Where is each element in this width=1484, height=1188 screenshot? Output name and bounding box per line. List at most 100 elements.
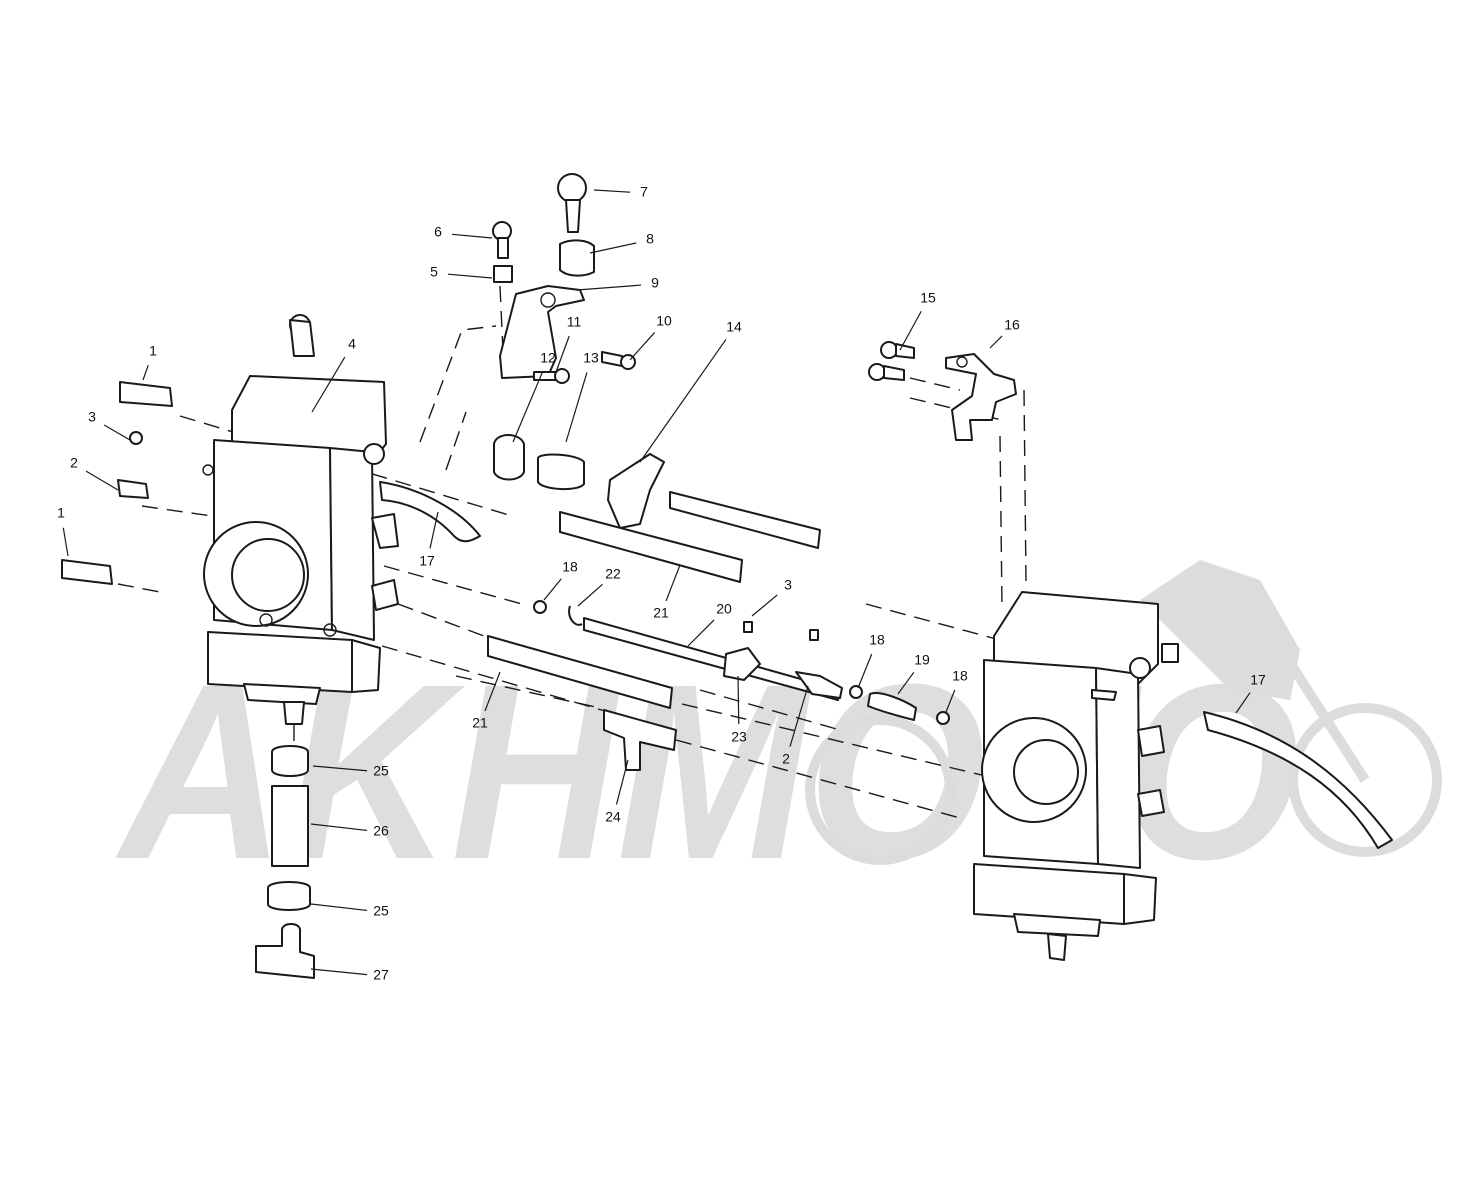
callout-number: 19 (914, 652, 930, 668)
right-carburetor (973, 591, 1179, 961)
leader-line (665, 564, 681, 602)
linkage-parts (61, 381, 950, 771)
fuel-tee-assembly (255, 745, 315, 979)
callout-number: 5 (430, 264, 438, 280)
callout-19: 19 (897, 652, 930, 695)
leader-line (512, 371, 544, 443)
watermark-motorcycle (805, 560, 1442, 865)
callout-number: 1 (57, 505, 65, 521)
callout-number: 3 (784, 577, 792, 593)
leader-line (593, 189, 631, 193)
leader-line (429, 511, 439, 549)
callout-number: 24 (605, 809, 621, 825)
callout-number: 22 (605, 566, 621, 582)
callout-1: 1 (142, 343, 157, 381)
callout-number: 12 (540, 350, 556, 366)
leader-line (737, 675, 740, 725)
leader-line (103, 424, 131, 441)
callout-number: 18 (952, 668, 968, 684)
callout-24: 24 (605, 759, 629, 825)
callout-4: 4 (311, 336, 356, 413)
callout-number: 18 (869, 632, 885, 648)
callout-number: 25 (373, 903, 389, 919)
callout-17: 17 (419, 511, 439, 569)
callout-18: 18 (857, 632, 885, 689)
callout-number: 15 (920, 290, 936, 306)
callout-number: 17 (1250, 672, 1266, 688)
callout-26: 26 (310, 823, 389, 839)
callout-25: 25 (310, 903, 389, 919)
left-carburetor (202, 314, 481, 725)
leader-line (989, 335, 1003, 349)
callout-14: 14 (639, 319, 742, 463)
callout-11: 11 (555, 314, 581, 373)
callout-number: 2 (70, 455, 78, 471)
callout-18: 18 (543, 559, 578, 601)
leader-line (577, 583, 603, 607)
fuel-hose-right (1203, 711, 1393, 849)
leader-line (555, 335, 570, 373)
callout-number: 26 (373, 823, 389, 839)
leader-line (310, 968, 368, 976)
callout-number: 8 (646, 231, 654, 247)
leader-line (857, 653, 873, 689)
callout-number: 3 (88, 409, 96, 425)
leader-line (543, 578, 562, 601)
leader-line (899, 310, 922, 351)
leader-line (85, 470, 119, 491)
callout-12: 12 (512, 350, 556, 443)
leader-line (142, 364, 149, 381)
callout-27: 27 (310, 967, 389, 983)
leader-line (62, 527, 69, 557)
leader-line (310, 823, 368, 832)
leader-line (639, 339, 727, 463)
callout-25: 25 (312, 763, 389, 779)
leader-line (1235, 692, 1251, 714)
leader-line (310, 903, 368, 912)
choke-bracket-assembly (868, 341, 1017, 441)
callout-number: 16 (1004, 317, 1020, 333)
callout-7: 7 (593, 184, 648, 200)
callout-number: 20 (716, 601, 732, 617)
callout-1: 1 (57, 505, 69, 557)
leader-line (897, 671, 915, 695)
leader-line (945, 689, 956, 713)
callout-21: 21 (653, 564, 681, 621)
leader-line (629, 332, 656, 361)
leader-line (311, 356, 346, 413)
callout-number: 14 (726, 319, 742, 335)
callout-15: 15 (899, 290, 936, 351)
callout-20: 20 (687, 601, 732, 647)
leader-line (615, 759, 629, 805)
leader-line (589, 242, 637, 254)
callout-number: 18 (562, 559, 578, 575)
callout-2: 2 (782, 685, 809, 767)
callout-number: 27 (373, 967, 389, 983)
callout-21: 21 (472, 671, 501, 731)
callout-number: 4 (348, 336, 356, 352)
callout-number: 21 (472, 715, 488, 731)
leader-line (312, 765, 368, 772)
callout-23: 23 (731, 675, 747, 745)
callout-number: 17 (419, 553, 435, 569)
callout-number: 21 (653, 605, 669, 621)
callout-number: 2 (782, 751, 790, 767)
callout-number: 7 (640, 184, 648, 200)
callout-2: 2 (70, 455, 119, 491)
callout-number: 25 (373, 763, 389, 779)
callout-16: 16 (989, 317, 1020, 349)
callout-number: 10 (656, 313, 672, 329)
leader-line (751, 594, 778, 617)
leader-line (484, 671, 501, 712)
callout-number: 23 (731, 729, 747, 745)
leader-line (789, 685, 809, 747)
callout-13: 13 (565, 350, 599, 443)
callout-10: 10 (629, 313, 672, 361)
leader-line (447, 273, 493, 279)
callout-5: 5 (430, 264, 493, 280)
leader-line (576, 284, 642, 291)
callout-22: 22 (577, 566, 621, 607)
callout-6: 6 (434, 224, 493, 240)
